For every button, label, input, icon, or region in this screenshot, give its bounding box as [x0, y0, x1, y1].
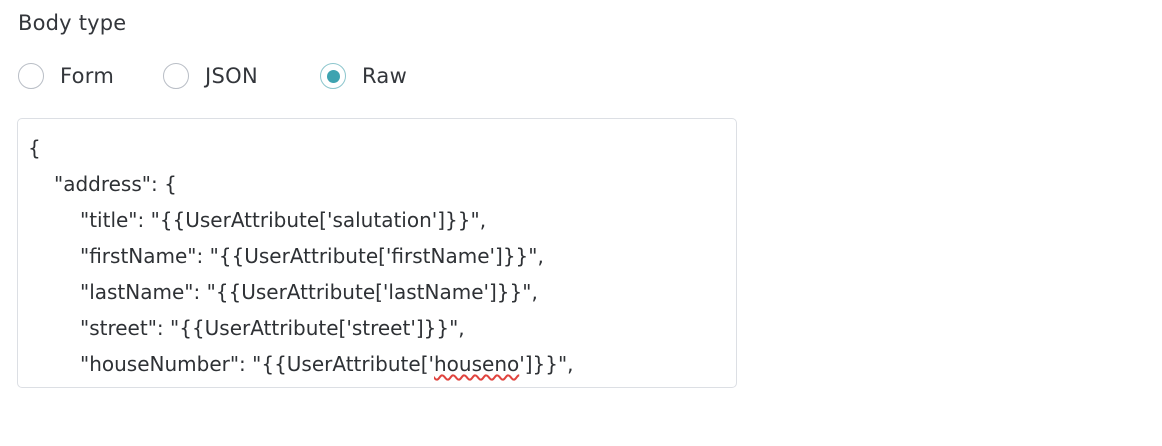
- code-line: {: [28, 136, 41, 160]
- radio-raw-circle[interactable]: [320, 63, 346, 89]
- code-content: { "address": { "title": "{{UserAttribute…: [28, 130, 726, 382]
- radio-option-raw[interactable]: Raw: [320, 60, 407, 92]
- code-line: "firstName": "{{UserAttribute['firstName…: [80, 244, 544, 268]
- code-line: "lastName": "{{UserAttribute['lastName']…: [80, 280, 538, 304]
- code-line: "title": "{{UserAttribute['salutation']}…: [80, 208, 487, 232]
- radio-option-json[interactable]: JSON: [163, 60, 258, 92]
- code-text: "houseNumber": "{{UserAttribute[': [80, 352, 434, 376]
- radio-raw-label[interactable]: Raw: [362, 64, 408, 88]
- radio-selected-dot: [326, 69, 340, 83]
- code-text: ']}}",: [519, 352, 574, 376]
- radio-json-label[interactable]: JSON: [205, 64, 258, 88]
- spellcheck-underlined-word: houseno: [434, 352, 520, 376]
- radio-form-circle[interactable]: [18, 63, 44, 89]
- radio-form-label[interactable]: Form: [60, 64, 115, 88]
- code-line: "address": {: [54, 172, 177, 196]
- radio-option-form[interactable]: Form: [18, 60, 114, 92]
- code-line: "street": "{{UserAttribute['street']}}",: [80, 316, 465, 340]
- radio-json-circle[interactable]: [163, 63, 189, 89]
- body-type-label: Body type: [18, 11, 127, 35]
- code-line-house-number: "houseNumber": "{{UserAttribute['houseno…: [28, 346, 726, 382]
- raw-body-editor[interactable]: { "address": { "title": "{{UserAttribute…: [17, 118, 737, 388]
